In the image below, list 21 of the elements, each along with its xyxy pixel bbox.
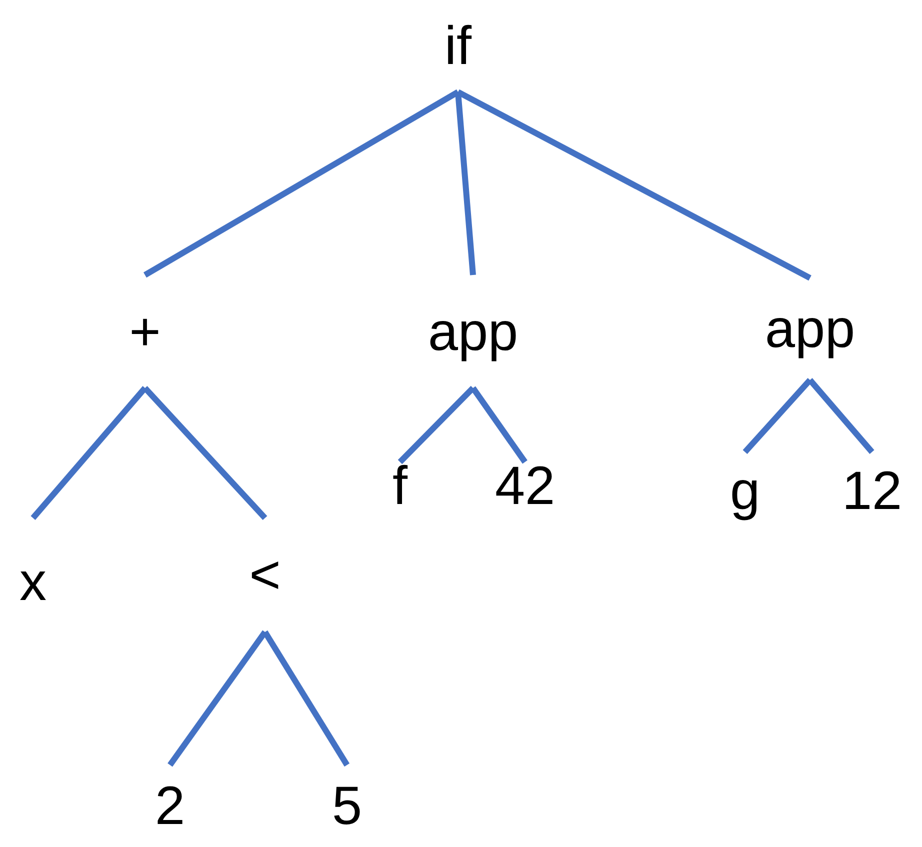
node-label: app bbox=[764, 302, 856, 356]
node-label: 5 bbox=[332, 779, 362, 833]
node-label: x bbox=[20, 555, 46, 609]
node-label: < bbox=[249, 548, 281, 602]
node-label: 12 bbox=[842, 464, 902, 518]
tree-branch-line bbox=[30, 386, 148, 520]
tree-branch-line bbox=[168, 630, 268, 767]
tree-branch-line bbox=[262, 630, 350, 767]
node-label: g bbox=[730, 464, 760, 518]
tree-branch-line bbox=[142, 386, 268, 520]
tree-branch-line bbox=[398, 386, 476, 464]
tree-branch-line bbox=[808, 378, 874, 454]
node-label: f bbox=[392, 459, 408, 513]
tree-branch-line bbox=[456, 89, 812, 281]
node-label: + bbox=[129, 304, 161, 358]
tree-branch-line bbox=[742, 378, 812, 454]
tree-branch-line bbox=[143, 89, 460, 278]
node-label: if bbox=[444, 19, 472, 73]
node-label: 42 bbox=[494, 459, 556, 513]
node-label: 2 bbox=[154, 779, 186, 833]
tree-branch-line bbox=[470, 386, 528, 464]
